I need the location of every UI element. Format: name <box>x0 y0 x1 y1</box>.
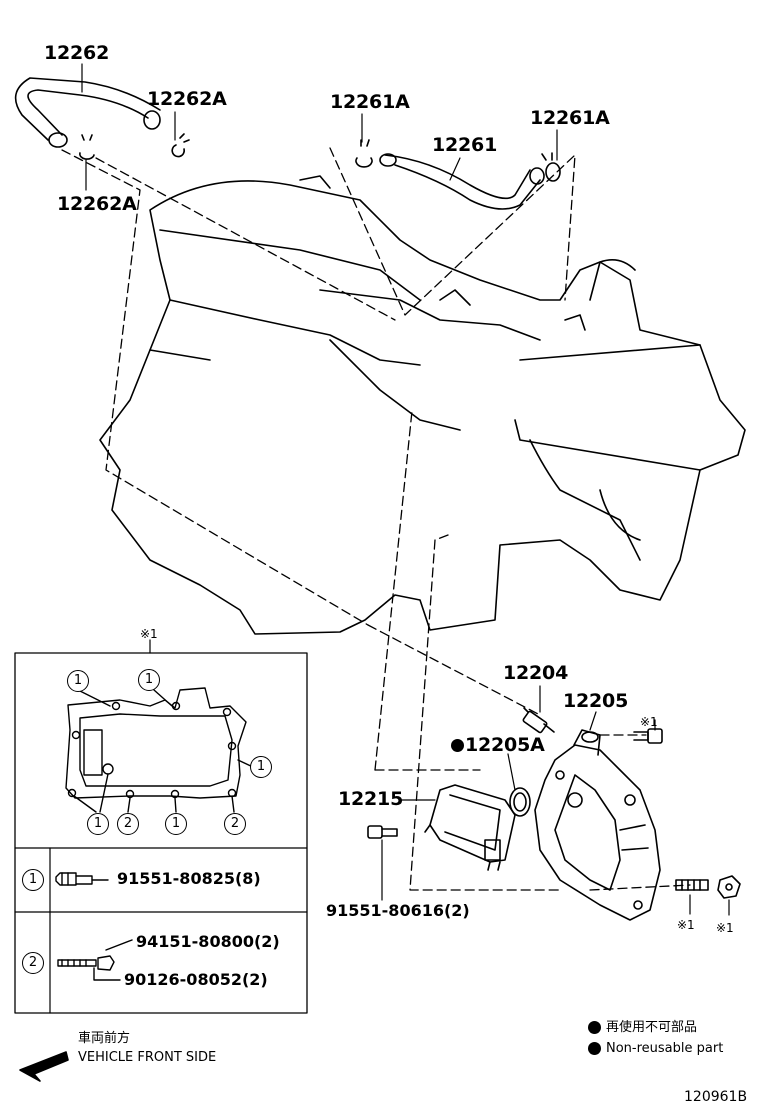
valve-12204 <box>522 707 555 734</box>
label-12262: 12262 <box>44 42 110 64</box>
figure-id: 120961B <box>684 1089 748 1105</box>
inset-gasket-drawing <box>65 687 256 813</box>
bolt-ref-mark <box>633 728 663 744</box>
label-12261: 12261 <box>432 134 498 156</box>
vsv-12215 <box>424 784 516 871</box>
inset-callout-2a: 2 <box>117 813 139 835</box>
legend-dot-jp <box>588 1021 601 1034</box>
row-2-circle: 2 <box>22 952 44 974</box>
label-12262A-bottom: 12262A <box>57 193 137 215</box>
ref-mark-stud: ※1 <box>677 918 695 932</box>
clamp-12261A-right <box>541 152 561 182</box>
label-12262A-top: 12262A <box>147 88 227 110</box>
leader-lines <box>81 63 730 916</box>
gasket-12205A <box>509 787 531 817</box>
inset-bolt-1 <box>55 872 109 886</box>
label-12261A-left: 12261A <box>330 91 410 113</box>
row-2-part-a: 94151-80800(2) <box>136 932 280 951</box>
inset-callout-2b: 2 <box>224 813 246 835</box>
direction-en: VEHICLE FRONT SIDE <box>78 1050 217 1065</box>
direction-jp: 車両前方 <box>78 1031 131 1046</box>
row-1-part: 91551-80825(8) <box>117 869 261 888</box>
clamp-12261A-left <box>355 139 373 168</box>
label-12215: 12215 <box>338 788 404 810</box>
label-12205: 12205 <box>563 690 629 712</box>
row-1-circle: 1 <box>22 869 44 891</box>
inset-callout-1a: 1 <box>67 670 89 692</box>
inset-callout-1b: 1 <box>138 669 160 691</box>
stud-ref-mark <box>675 879 709 891</box>
label-bolt-91551-80616: 91551-80616(2) <box>326 901 470 920</box>
non-reusable-dot-12205A <box>451 739 464 752</box>
inset-box <box>14 639 308 1014</box>
legend-jp: 再使用不可部品 <box>606 1020 698 1035</box>
clamp-12262A-top <box>171 133 190 158</box>
ref-mark-bolt: ※1 <box>640 715 658 729</box>
ref-mark-inset: ※1 <box>140 627 158 641</box>
inset-callout-1e: 1 <box>165 813 187 835</box>
hose-12262 <box>14 77 161 148</box>
bolt-91551-80616 <box>367 825 398 839</box>
label-12205A: 12205A <box>465 734 545 756</box>
engine-block-outline <box>99 175 746 635</box>
ref-mark-nut: ※1 <box>716 921 734 935</box>
label-12204: 12204 <box>503 662 569 684</box>
cover-12205 <box>534 729 661 921</box>
legend-en: Non-reusable part <box>606 1041 724 1056</box>
inset-callout-1c: 1 <box>250 756 272 778</box>
label-12261A-right: 12261A <box>530 107 610 129</box>
front-arrow <box>19 1051 69 1082</box>
nut-ref-mark <box>717 875 741 899</box>
inset-stud-2 <box>57 939 133 981</box>
legend-dot-en <box>588 1042 601 1055</box>
clamp-12262A-bottom <box>79 134 95 160</box>
hose-12261 <box>379 153 545 210</box>
row-2-part-b: 90126-08052(2) <box>124 970 268 989</box>
dashed-leaders <box>61 147 691 891</box>
inset-callout-1d: 1 <box>87 813 109 835</box>
